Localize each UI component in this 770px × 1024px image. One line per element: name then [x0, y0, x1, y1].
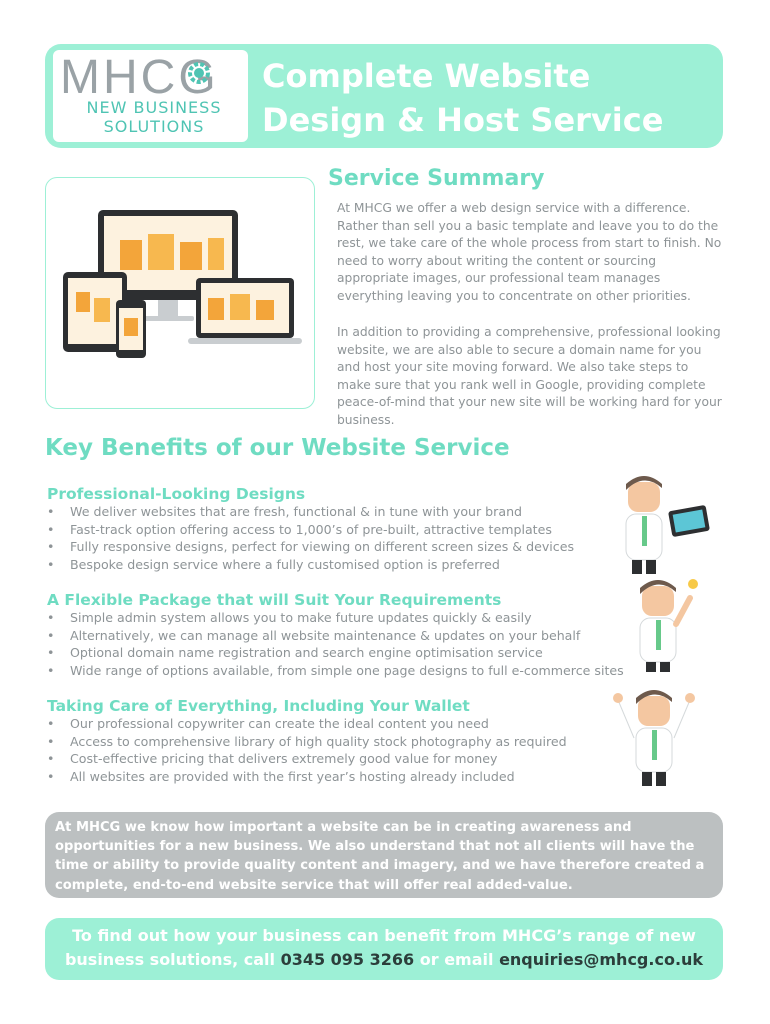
list-item: •Optional domain name registration and s… — [47, 645, 543, 661]
list-item: •Fast-track option offering access to 1,… — [47, 521, 552, 537]
list-item: •Alternatively, we can manage all websit… — [47, 627, 581, 643]
page-title-line2: Design & Host Service — [262, 101, 664, 139]
section-heading-package: A Flexible Package that will Suit Your R… — [47, 591, 502, 609]
list-item: •Simple admin system allows you to make … — [47, 610, 532, 625]
package-benefits-list: •Simple admin system allows you to make … — [47, 609, 624, 679]
callout-box — [45, 812, 723, 898]
list-item: •Bespoke design service where a fully cu… — [47, 556, 500, 572]
devices-panel — [45, 177, 315, 409]
businessman-celebrating-icon — [613, 690, 695, 786]
summary-paragraph-2: In addition to providing a comprehensive… — [337, 325, 722, 427]
cta-line2: business solutions, call 0345 095 3266 o… — [45, 949, 723, 971]
callout-text: At MHCG we know how important a website … — [55, 820, 705, 893]
list-item: •Access to comprehensive library of high… — [47, 733, 567, 749]
cta-email-link[interactable]: enquiries@mhcg.co.uk — [499, 950, 704, 969]
cta-middle: or email — [414, 950, 500, 969]
summary-paragraph-1: At MHCG we offer a web design service wi… — [337, 201, 722, 303]
cta-prefix: business solutions, call — [64, 950, 281, 969]
list-item: •We deliver websites that are fresh, fun… — [47, 504, 523, 519]
wallet-benefits-list: •Our professional copywriter can create … — [47, 715, 567, 785]
section-heading-designs: Professional-Looking Designs — [47, 485, 306, 503]
section-heading-wallet: Taking Care of Everything, Including You… — [47, 697, 470, 715]
gear-icon — [188, 62, 210, 84]
cta-phone-link[interactable]: 0345 095 3266 — [280, 950, 415, 969]
devices-illustration — [63, 210, 302, 358]
list-item: •Wide range of options available, from s… — [47, 662, 624, 678]
list-item: •Our professional copywriter can create … — [47, 716, 489, 731]
designs-benefits-list: •We deliver websites that are fresh, fun… — [47, 503, 574, 573]
logo — [53, 50, 248, 142]
businessman-tablet-icon — [625, 476, 710, 574]
page-title-line1: Complete Website — [262, 57, 591, 95]
list-item: •All websites are provided with the firs… — [47, 768, 515, 784]
list-item: •Fully responsive designs, perfect for v… — [47, 539, 575, 555]
service-summary-heading: Service Summary — [328, 166, 545, 191]
logo-mark: MHCG — [60, 51, 219, 104]
list-item: •Cost-effective pricing that delivers ex… — [47, 751, 498, 767]
cta-band — [45, 918, 723, 980]
businessman-idea-icon — [639, 579, 698, 672]
cta-line1: To find out how your business can benefi… — [72, 926, 696, 945]
logo-subtitle-line2: SOLUTIONS — [103, 117, 205, 136]
logo-subtitle-line1: NEW BUSINESS — [86, 98, 222, 117]
key-benefits-heading: Key Benefits of our Website Service — [45, 435, 510, 461]
